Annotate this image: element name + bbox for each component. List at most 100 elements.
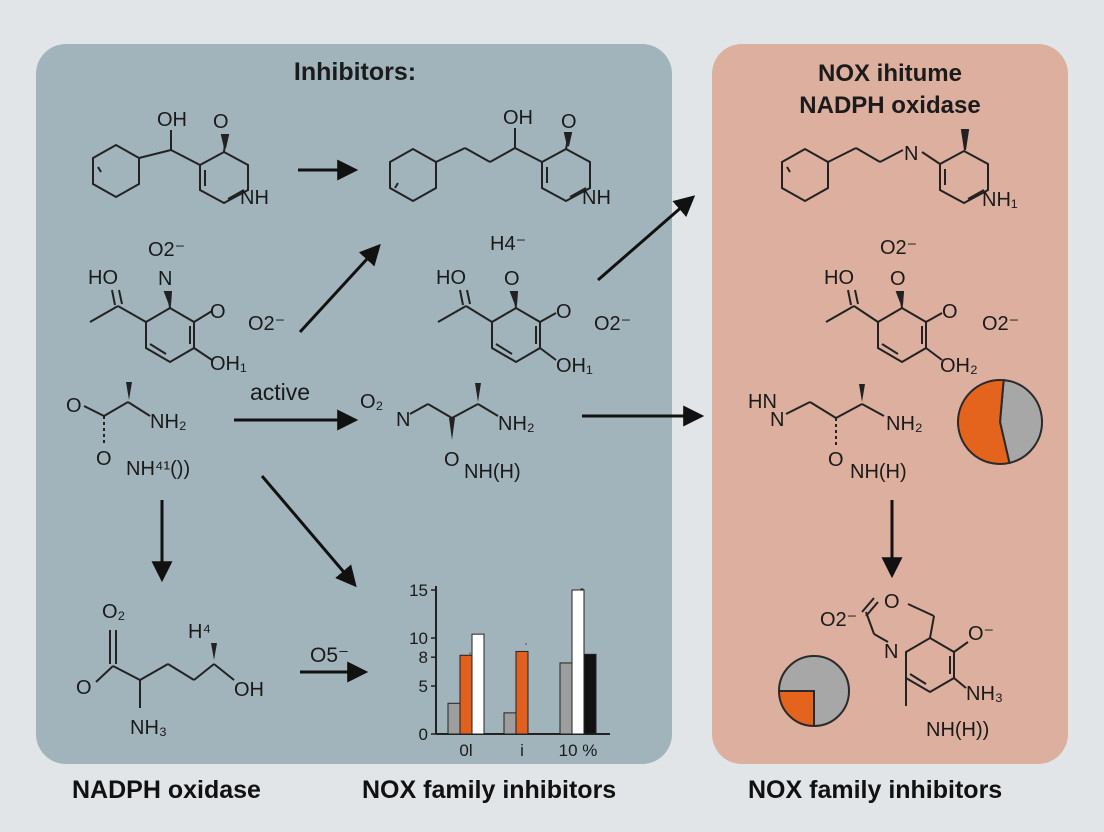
bar-chart-bar xyxy=(559,662,573,735)
free-o2-right: O2⁻ xyxy=(982,313,1019,335)
right-molecule-4 xyxy=(861,597,969,706)
bar-chart-category-label: 0l xyxy=(459,741,472,760)
free-o2-left: O2⁻ xyxy=(248,313,285,335)
bar-chart-y-tick-label: 0 xyxy=(419,725,428,744)
m3-ho: HO xyxy=(88,267,118,289)
molecule-6 xyxy=(409,383,499,440)
molecule-1 xyxy=(92,130,249,205)
r4-nh: NH(H)) xyxy=(926,719,989,741)
r1-nh1: NH₁ xyxy=(982,189,1018,211)
bar-chart-category-label: i xyxy=(520,741,524,760)
m5-o2: O xyxy=(96,448,112,470)
bar-chart-bar xyxy=(583,653,597,735)
bar-chart: 0 5 810 15 0l ˌ i ˈ 10 % - xyxy=(409,581,610,760)
m3-oh1: OH₁ xyxy=(210,353,247,375)
arrow-2 xyxy=(298,243,381,334)
molecule-7 xyxy=(95,630,235,708)
pie-chart-small xyxy=(777,655,850,728)
bar-chart-bar xyxy=(503,712,517,735)
molecule-4 xyxy=(437,289,557,364)
nox-title-line2: NADPH oxidase xyxy=(799,92,981,119)
bar-chart-bar xyxy=(459,654,473,735)
m4-h4: H4⁻ xyxy=(490,233,526,255)
m5-nh2: NH₂ xyxy=(150,411,187,433)
bar-chart-bar xyxy=(447,702,461,735)
m1-nh: NH xyxy=(240,187,269,209)
m4-o-top: O xyxy=(504,268,520,290)
pie-slice xyxy=(777,655,850,728)
bar-chart-top-mark: - xyxy=(580,581,584,595)
r3-nh: NH(H) xyxy=(850,461,907,483)
m7-o: O xyxy=(76,677,92,699)
molecule-5 xyxy=(83,382,151,446)
r4-o-side: O⁻ xyxy=(968,623,994,645)
m2-o: O xyxy=(561,111,577,133)
r2-o-top: O xyxy=(890,268,906,290)
m7-nh3: NH₃ xyxy=(130,717,167,739)
arrow-3 xyxy=(597,195,696,282)
arrow-to-chart xyxy=(260,475,357,588)
bar-chart-top-mark: ˌ xyxy=(468,641,472,655)
pie-slice xyxy=(777,690,815,728)
m2-nh: NH xyxy=(582,187,611,209)
free-o2-mid: O2⁻ xyxy=(594,313,631,335)
arrow-active-label: active xyxy=(250,379,310,405)
m7-h: H⁴ xyxy=(188,621,211,643)
molecule-3 xyxy=(89,289,213,364)
m6-o2n: O₂ xyxy=(360,391,383,413)
m4-oh1: OH₁ xyxy=(556,355,593,377)
m5-o: O xyxy=(66,395,82,417)
inhibitors-title: Inhibitors: xyxy=(293,58,417,86)
r4-o-ring: O xyxy=(884,591,900,613)
bar-chart-y-tick-label: 8 xyxy=(419,648,428,667)
m3-o2: O2⁻ xyxy=(148,239,185,261)
m2-oh: OH xyxy=(503,107,533,129)
m7-o2: O₂ xyxy=(102,601,125,623)
bar-chart-top-mark: ˈ xyxy=(524,641,528,655)
r4-nh3: NH₃ xyxy=(966,683,1003,705)
r1-n: N xyxy=(904,143,918,165)
m4-ho: HO xyxy=(436,267,466,289)
m4-o: O xyxy=(556,301,572,323)
caption-middle: NOX family inhibitors xyxy=(362,776,617,804)
m7-oh: OH xyxy=(234,679,264,701)
r3-n: N xyxy=(770,409,784,431)
m1-oh: OH xyxy=(157,109,187,131)
caption-right: NOX family inhibitors xyxy=(748,776,1003,804)
molecule-2 xyxy=(389,128,591,203)
r2-o: O xyxy=(942,301,958,323)
r3-o: O xyxy=(828,449,844,471)
bar-chart-bar xyxy=(471,633,485,735)
pie-chart-large xyxy=(957,379,1043,465)
r4-o2: O2⁻ xyxy=(820,609,857,631)
m6-o: O xyxy=(444,449,460,471)
r2-ho: HO xyxy=(824,267,854,289)
m3-o: O xyxy=(210,301,226,323)
arrow-o5-label: O5⁻ xyxy=(310,644,349,667)
pie-slice xyxy=(957,379,1011,465)
r4-n: N xyxy=(884,641,898,663)
r3-hn: HN xyxy=(748,391,777,413)
right-molecule-1 xyxy=(781,129,989,205)
bar-chart-y-tick-label: 15 xyxy=(409,581,428,600)
bar-chart-bar xyxy=(571,589,585,735)
r2-o2: O2⁻ xyxy=(880,237,917,259)
r2-oh2: OH₂ xyxy=(940,355,978,377)
m5-nh: NH⁴¹()) xyxy=(126,458,190,480)
bar-chart-y-tick-label: 5 xyxy=(419,677,428,696)
m1-o: O xyxy=(213,111,229,133)
r3-nh2: NH₂ xyxy=(886,413,923,435)
caption-left: NADPH oxidase xyxy=(72,776,261,804)
pie-slice xyxy=(998,379,1043,465)
m6-nh2: NH₂ xyxy=(498,413,535,435)
m6-nh: NH(H) xyxy=(464,461,521,483)
right-molecule-2 xyxy=(825,289,943,364)
right-molecule-3 xyxy=(785,384,885,448)
bar-chart-category-label: 10 % xyxy=(559,741,598,760)
m3-n: N xyxy=(158,268,172,290)
nox-title-line1: NOX ihitume xyxy=(817,60,962,87)
bar-chart-y-tick-label: 10 xyxy=(409,629,428,648)
bar-chart-bar xyxy=(515,650,529,735)
